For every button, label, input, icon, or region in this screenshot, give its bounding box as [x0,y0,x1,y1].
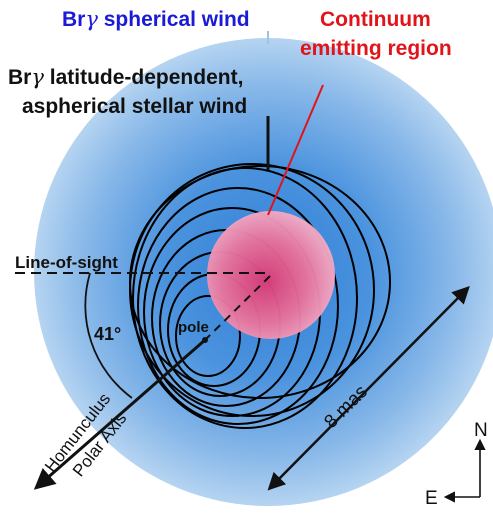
pole-label: pole [178,319,209,336]
angle-arc [84,272,133,399]
compass [443,438,486,503]
angle-label: 41° [94,324,121,344]
continuum-leader [267,84,324,216]
continuum-label-line1: Continuum [320,8,431,31]
compass-north-label: N [474,420,488,441]
pole-dot [202,337,208,343]
polar-axis-arrow [33,338,206,490]
scale-bar [267,286,470,491]
spherical-wind-label: Brγ spherical wind [62,7,250,31]
polar-axis-dashed [204,275,271,341]
aspherical-wind-label-line2: aspherical stellar wind [22,95,247,118]
line-of-sight-label: Line-of-sight [15,253,118,272]
continuum-label-line2: emitting region [300,37,452,60]
aspherical-wind-label-line1: Brγ latitude-dependent, [8,65,243,89]
compass-east-label: E [425,488,438,509]
